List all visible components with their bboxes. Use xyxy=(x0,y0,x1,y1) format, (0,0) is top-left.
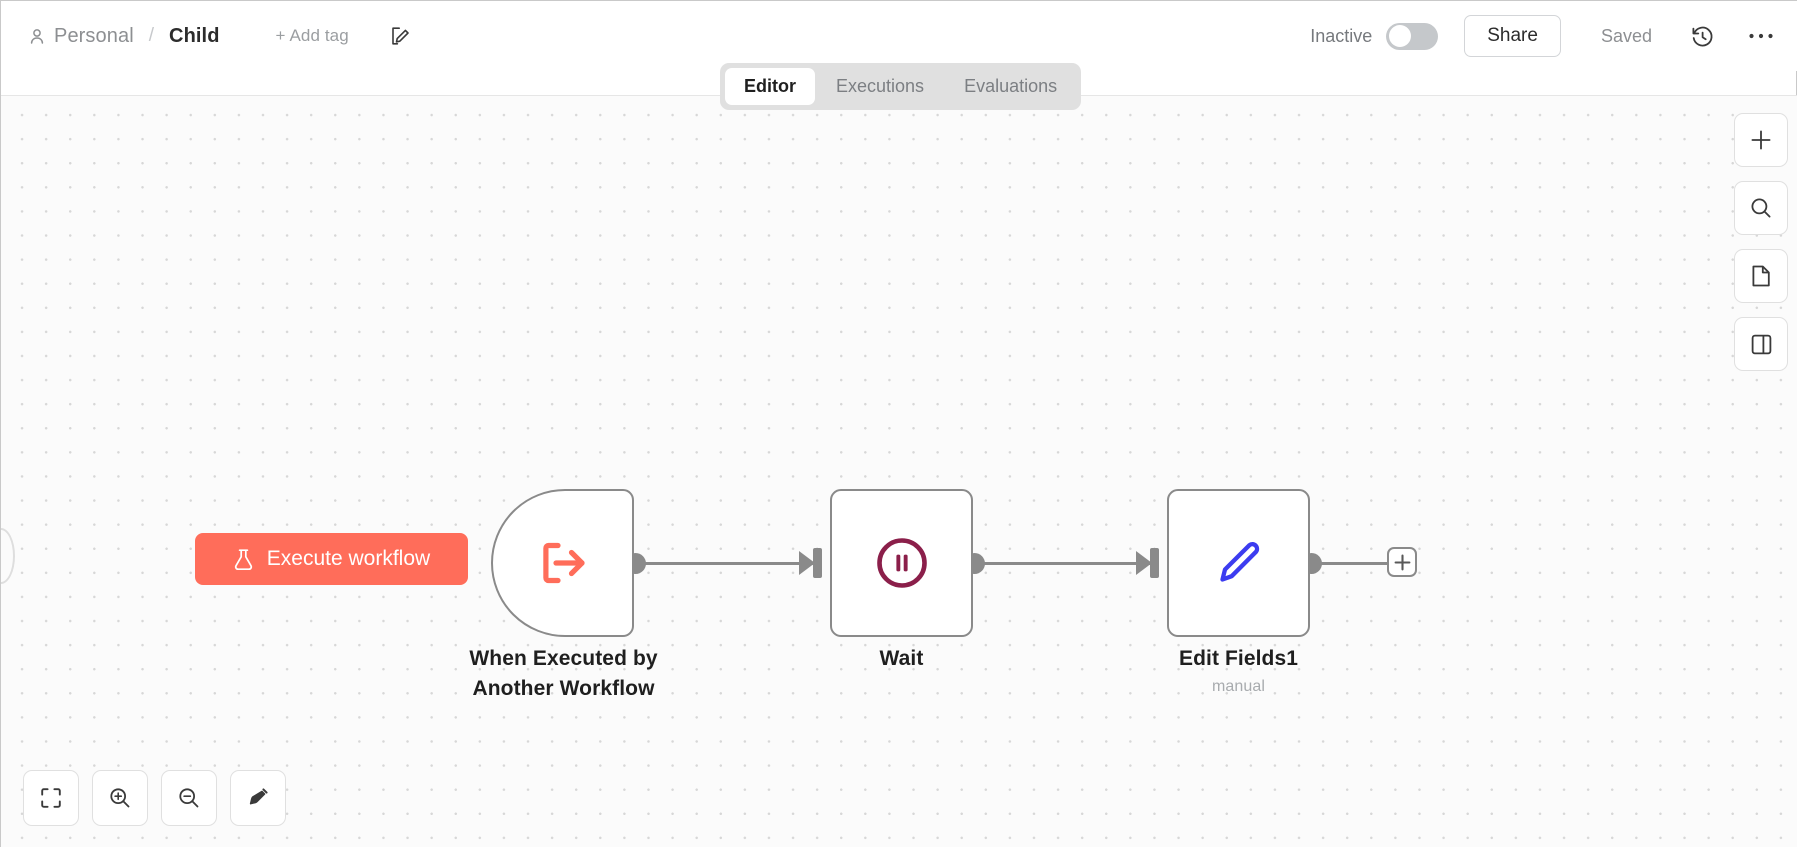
node-edit-fields1[interactable] xyxy=(1167,489,1310,637)
tidy-up-button[interactable] xyxy=(230,770,286,826)
execute-workflow-node-button[interactable]: Execute workflow xyxy=(195,533,468,585)
zoom-out-button[interactable] xyxy=(161,770,217,826)
tab-evaluations[interactable]: Evaluations xyxy=(964,76,1058,96)
toggle-knob xyxy=(1389,25,1412,47)
input-endpoint-edit[interactable] xyxy=(1150,548,1159,578)
execute-workflow-trigger-icon xyxy=(532,532,594,594)
node-label-wait: Wait xyxy=(879,647,924,670)
input-arrow-wait xyxy=(799,551,815,575)
zoom-in-button[interactable] xyxy=(92,770,148,826)
add-sticky-note-button[interactable] xyxy=(1734,249,1788,303)
canvas-right-toolbar xyxy=(1734,113,1788,371)
zoom-to-fit-button[interactable] xyxy=(23,770,79,826)
flask-icon xyxy=(233,548,254,571)
pencil-icon xyxy=(1208,532,1270,594)
activation-status-label: Inactive xyxy=(1310,25,1373,46)
toggle-panel-button[interactable] xyxy=(1734,317,1788,371)
save-status-label: Saved xyxy=(1600,25,1652,46)
connection-edit-to-add[interactable] xyxy=(1310,562,1388,565)
share-button[interactable]: Share xyxy=(1464,15,1561,57)
app-header: Personal / Child + Add tag Inactive Shar… xyxy=(1,1,1797,71)
workflow-canvas[interactable]: Execute workflow When Executed by Anothe… xyxy=(1,95,1797,847)
node-wait[interactable] xyxy=(830,489,973,637)
node-when-executed-by-another-workflow[interactable] xyxy=(491,489,634,637)
add-tag-button[interactable]: + Add tag xyxy=(275,26,349,45)
input-endpoint-wait[interactable] xyxy=(813,548,822,578)
tab-executions[interactable]: Executions xyxy=(836,76,925,96)
breadcrumb-separator: / xyxy=(148,25,155,46)
connection-trigger-to-wait[interactable] xyxy=(634,562,814,565)
node-label-edit-fields1: Edit Fields1 xyxy=(1178,647,1299,670)
connection-wait-to-edit[interactable] xyxy=(973,562,1151,565)
breadcrumb-project[interactable]: Personal xyxy=(54,24,134,47)
view-tabs: Editor Executions Evaluations xyxy=(720,63,1082,110)
canvas-bottom-toolbar xyxy=(23,770,286,826)
note-edit-icon[interactable] xyxy=(387,23,413,49)
offscreen-node-stub xyxy=(1,528,15,584)
header-right-group: Inactive Share Saved xyxy=(1310,15,1776,57)
node-label-trigger: When Executed by Another Workflow xyxy=(469,647,658,700)
history-clock-icon[interactable] xyxy=(1688,22,1716,50)
node-subtitle-edit-fields1: manual xyxy=(1211,678,1266,695)
tab-editor[interactable]: Editor xyxy=(725,68,815,105)
person-icon xyxy=(29,28,45,45)
search-nodes-button[interactable] xyxy=(1734,181,1788,235)
activation-toggle[interactable] xyxy=(1386,22,1439,50)
workflow-name[interactable]: Child xyxy=(169,24,220,47)
execute-workflow-node-label: Execute workflow xyxy=(266,547,431,570)
add-node-button[interactable] xyxy=(1734,113,1788,167)
breadcrumb: Personal / Child xyxy=(29,25,220,48)
ellipsis-icon[interactable] xyxy=(1746,22,1776,50)
pause-circle-icon xyxy=(875,536,929,590)
input-arrow-edit xyxy=(1136,551,1152,575)
add-node-inline-button[interactable] xyxy=(1387,547,1417,577)
